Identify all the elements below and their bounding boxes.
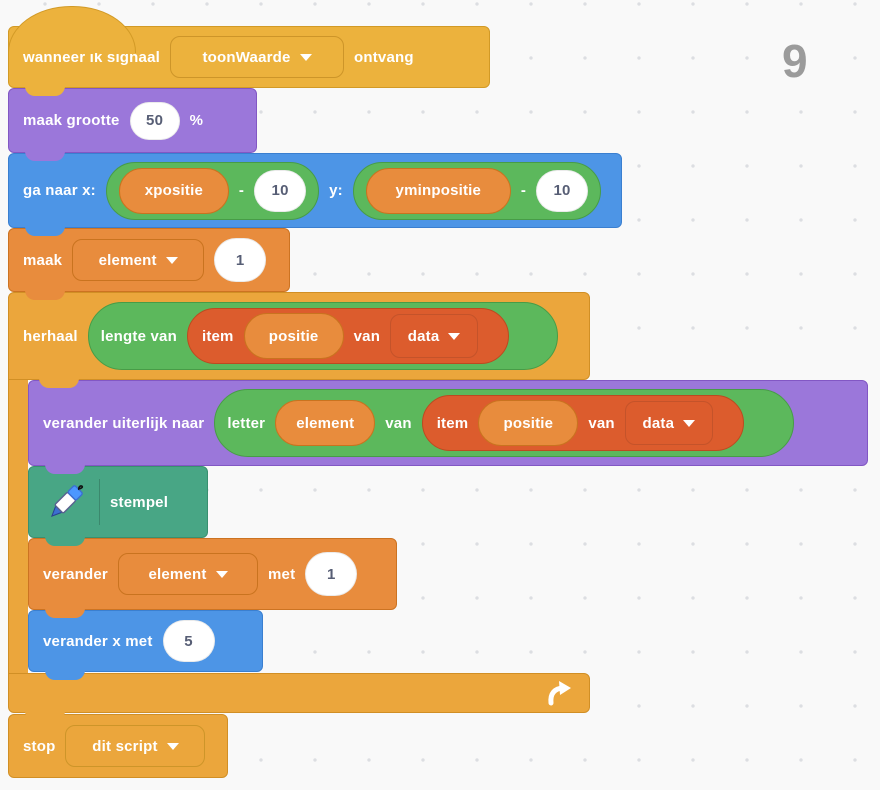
dropdown-value: dit script — [92, 737, 158, 755]
block-set-variable[interactable]: maak element 1 — [8, 228, 290, 300]
list-label: van — [588, 414, 615, 432]
variable-dropdown[interactable]: element — [117, 553, 258, 595]
list-item-reporter[interactable]: item positie van data — [186, 308, 509, 364]
value-input[interactable]: 5 — [162, 620, 215, 662]
block-label: y: — [329, 182, 343, 199]
operator-label: van — [385, 414, 412, 432]
operator-symbol: - — [238, 182, 245, 199]
dropdown-value: data — [642, 414, 675, 432]
list-label: item — [436, 414, 469, 432]
variable-dropdown[interactable]: element — [72, 239, 205, 281]
block-stop[interactable]: stop dit script — [8, 714, 228, 778]
block-when-receive[interactable]: wanneer ik signaal toonWaarde ontvang — [8, 6, 490, 96]
list-dropdown[interactable]: data — [390, 314, 479, 358]
dropdown-value: toonWaarde — [202, 48, 291, 66]
block-change-x[interactable]: verander x met 5 — [28, 610, 263, 680]
number-input[interactable]: 10 — [254, 169, 307, 212]
block-label: % — [189, 112, 204, 129]
block-label: herhaal — [23, 327, 78, 345]
loop-arrow-icon — [545, 679, 573, 707]
block-label: verander uiterlijk naar — [43, 414, 205, 432]
dropdown-value: data — [407, 327, 440, 345]
size-input[interactable]: 50 — [129, 101, 180, 140]
chevron-down-icon — [448, 332, 461, 340]
block-label: ga naar x: — [23, 182, 96, 199]
number-input[interactable]: 10 — [536, 169, 589, 212]
value-input[interactable]: 1 — [214, 238, 267, 282]
value-input[interactable]: 1 — [305, 552, 358, 596]
broadcast-dropdown[interactable]: toonWaarde — [170, 36, 344, 78]
block-stamp[interactable]: stempel — [28, 466, 208, 546]
repeat-c-spine[interactable] — [8, 380, 28, 673]
chevron-down-icon — [166, 742, 179, 750]
chevron-down-icon — [215, 570, 228, 578]
chevron-down-icon — [683, 419, 696, 427]
operator-subtract-y[interactable]: yminpositie - 10 — [352, 161, 602, 220]
variable-yminpositie[interactable]: yminpositie — [365, 167, 511, 214]
operator-length-of[interactable]: lengte van item positie van data — [87, 302, 558, 370]
operator-symbol: - — [520, 182, 527, 199]
variable-xpositie[interactable]: xpositie — [118, 167, 229, 214]
block-set-size[interactable]: maak grootte 50 % — [8, 88, 257, 161]
list-label: item — [201, 327, 234, 345]
dropdown-value: element — [148, 565, 207, 583]
operator-label: letter — [227, 414, 266, 432]
variable-positie[interactable]: positie — [243, 313, 344, 359]
block-label: stop — [23, 737, 56, 755]
block-go-to-xy[interactable]: ga naar x: xpositie - 10 y: yminpositie … — [8, 153, 622, 236]
block-label: maak — [23, 251, 63, 269]
block-label: maak grootte — [23, 112, 120, 129]
pen-icon — [43, 479, 89, 525]
variable-element[interactable]: element — [275, 400, 376, 446]
block-label: verander — [43, 565, 108, 583]
block-change-variable[interactable]: verander element met 1 — [28, 538, 397, 618]
operator-subtract-x[interactable]: xpositie - 10 — [105, 161, 320, 220]
stop-dropdown[interactable]: dit script — [65, 725, 206, 767]
list-item-reporter[interactable]: item positie van data — [421, 395, 744, 451]
block-repeat[interactable]: herhaal lengte van item positie van data — [8, 292, 590, 388]
block-label: met — [267, 565, 296, 583]
chevron-down-icon — [299, 53, 312, 61]
divider — [99, 479, 100, 525]
operator-label: lengte van — [100, 327, 177, 345]
operator-letter-of[interactable]: letter element van item positie van data — [214, 389, 795, 457]
dropdown-value: element — [98, 251, 157, 269]
block-label: stempel — [110, 493, 169, 511]
chevron-down-icon — [165, 256, 178, 264]
list-label: van — [353, 327, 381, 345]
block-switch-costume[interactable]: verander uiterlijk naar letter element v… — [28, 380, 868, 474]
variable-positie[interactable]: positie — [478, 400, 579, 446]
block-label: ontvang — [354, 48, 414, 66]
block-label: verander x met — [43, 632, 153, 650]
page-number-label: 9 — [782, 35, 808, 87]
block-label: wanneer ik signaal — [23, 48, 160, 66]
list-dropdown[interactable]: data — [624, 401, 713, 445]
repeat-c-footer[interactable] — [8, 673, 590, 721]
